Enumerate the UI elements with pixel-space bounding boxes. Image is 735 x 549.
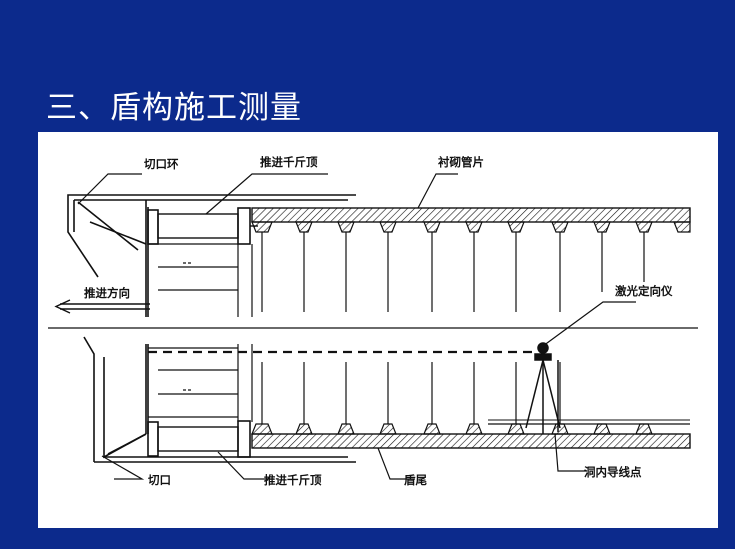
jack-shoe-bottom [237, 420, 251, 458]
lining-top [251, 207, 691, 312]
label-traverse-point: 洞内导线点 [584, 465, 642, 479]
slide-title: 三、盾构施工测量 [46, 90, 302, 126]
jack-cylinder-top [157, 213, 239, 239]
leader-lines [77, 173, 636, 480]
lining-bottom [251, 362, 691, 449]
label-laser: 激光定向仪 [615, 284, 673, 298]
label-direction: 推进方向 [84, 286, 130, 300]
jack-shoe-top [237, 207, 251, 245]
label-cutting-ring: 切口环 [144, 157, 179, 171]
direction-arrow [54, 299, 150, 314]
shield-survey-diagram: 切口环 推进千斤顶 衬砌管片 推进方向 激光定向仪 切口 推进千斤顶 盾尾 洞内… [48, 155, 698, 487]
label-jack-top: 推进千斤顶 [260, 155, 318, 169]
label-lining: 衬砌管片 [438, 155, 484, 169]
jack-plate-bottom [147, 421, 159, 457]
shield-interior-top [148, 243, 253, 317]
label-jack-bottom: 推进千斤顶 [264, 473, 322, 487]
jack-cylinder-bottom [157, 426, 239, 452]
shield-body-top [67, 194, 356, 317]
jack-plate-top [147, 209, 159, 245]
laser-instrument [525, 342, 561, 434]
diagram-panel: 切口环 推进千斤顶 衬砌管片 推进方向 激光定向仪 切口 推进千斤顶 盾尾 洞内… [38, 132, 718, 528]
shield-interior-bottom [148, 344, 253, 422]
label-cutting-edge: 切口 [148, 473, 171, 487]
label-shield-tail: 盾尾 [404, 473, 427, 487]
